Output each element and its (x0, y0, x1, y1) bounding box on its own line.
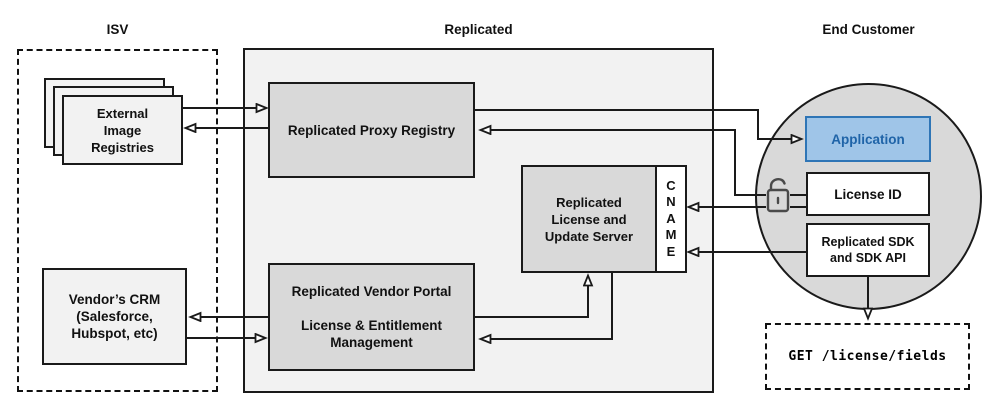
open-padlock-icon (766, 178, 790, 213)
vendor-portal-node: Replicated Vendor Portal License & Entit… (268, 263, 475, 371)
license-update-server-label: Replicated License and Update Server (544, 194, 634, 244)
lock-to-license-id-connectors (790, 194, 806, 208)
arrow-license-server-to-portal (481, 273, 613, 339)
license-update-server-body: Replicated License and Update Server (523, 167, 655, 271)
proxy-registry-node: Replicated Proxy Registry (268, 82, 475, 178)
vendors-crm-label: Vendor’s CRM (Salesforce, Hubspot, etc) (68, 292, 161, 341)
isv-group-box (17, 49, 218, 392)
license-update-server-node: Replicated License and Update Server C N… (521, 165, 687, 273)
arrow-portal-to-license-server (475, 276, 588, 318)
arrow-license-id-to-proxy (481, 130, 766, 196)
isv-section-title: ISV (106, 22, 129, 37)
padlock-shackle (769, 178, 786, 192)
external-image-registries-label: External Image Registries (91, 105, 154, 155)
get-license-fields-box: GET /license/fields (765, 323, 970, 390)
vendors-crm-node: Vendor’s CRM (Salesforce, Hubspot, etc) (42, 268, 187, 365)
application-node: Application (805, 116, 931, 162)
replicated-sdk-node: Replicated SDK and SDK API (806, 223, 930, 277)
vendor-portal-label: Replicated Vendor Portal License & Entit… (291, 284, 452, 350)
arrow-proxy-to-application (475, 109, 801, 139)
replicated-sdk-label: Replicated SDK and SDK API (821, 235, 915, 265)
external-image-registries-node: External Image Registries (62, 95, 183, 165)
padlock-body (766, 188, 790, 213)
license-id-label: License ID (834, 186, 902, 202)
cname-label: C N A M E (665, 177, 677, 259)
cname-strip: C N A M E (655, 167, 685, 271)
proxy-registry-label: Replicated Proxy Registry (287, 122, 456, 138)
end-customer-section-title: End Customer (822, 22, 915, 37)
get-license-fields-label: GET /license/fields (788, 349, 947, 364)
license-id-node: License ID (806, 172, 930, 216)
replicated-section-title: Replicated (444, 22, 513, 37)
application-label: Application (831, 131, 905, 147)
